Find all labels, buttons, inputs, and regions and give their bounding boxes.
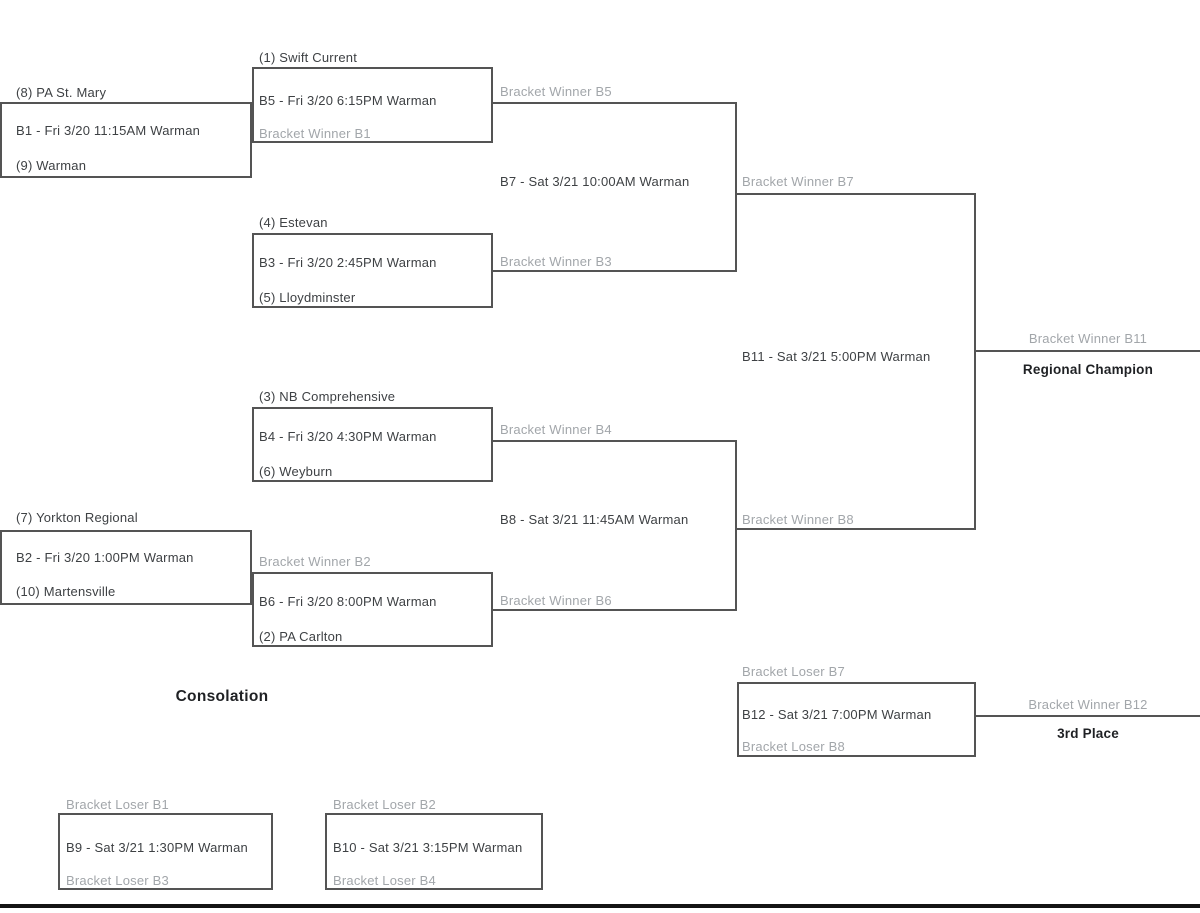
winner-b11-line: [974, 350, 1200, 352]
match-b1-top-team: (8) PA St. Mary: [16, 85, 107, 100]
match-b12-winner: Bracket Winner B12: [1028, 697, 1148, 712]
third-place-label: 3rd Place: [1057, 726, 1119, 741]
match-b7-winner: Bracket Winner B7: [742, 174, 854, 189]
match-b8-winner: Bracket Winner B8: [742, 512, 854, 527]
match-b2-bottom-team: (10) Martensville: [16, 584, 116, 599]
match-b2-box: [0, 530, 252, 605]
match-b3-game-label: B3 - Fri 3/20 2:45PM Warman: [259, 255, 437, 270]
match-b6-box: [252, 572, 493, 647]
match-b10-bottom-team: Bracket Loser B4: [333, 873, 436, 888]
match-b1-bottom-team: (9) Warman: [16, 158, 87, 173]
match-b10-game-label: B10 - Sat 3/21 3:15PM Warman: [333, 840, 523, 855]
match-b1-game-label: B1 - Fri 3/20 11:15AM Warman: [16, 123, 201, 138]
match-b7-box: [493, 102, 737, 272]
page-bottom-edge-line: [0, 904, 1200, 908]
match-b1-box: [0, 102, 252, 178]
match-b2-top-team: (7) Yorkton Regional: [16, 510, 138, 525]
match-b8-game-label: B8 - Sat 3/21 11:45AM Warman: [500, 512, 689, 527]
match-b6-bottom-team: (2) PA Carlton: [259, 629, 343, 644]
match-b12-bottom-team: Bracket Loser B8: [742, 739, 845, 754]
match-b6-top-team: Bracket Winner B2: [259, 554, 371, 569]
match-b9-top-team: Bracket Loser B1: [66, 797, 169, 812]
match-b8-bottom-team: Bracket Winner B6: [500, 593, 612, 608]
match-b11-game-label: B11 - Sat 3/21 5:00PM Warman: [742, 349, 931, 364]
consolation-heading: Consolation: [175, 688, 269, 705]
match-b5-top-team: (1) Swift Current: [259, 50, 358, 65]
match-b4-game-label: B4 - Fri 3/20 4:30PM Warman: [259, 429, 437, 444]
match-b10-top-team: Bracket Loser B2: [333, 797, 436, 812]
match-b7-top-team: Bracket Winner B5: [500, 84, 612, 99]
winner-b12-line: [974, 715, 1200, 717]
match-b9-bottom-team: Bracket Loser B3: [66, 873, 169, 888]
match-b12-game-label: B12 - Sat 3/21 7:00PM Warman: [742, 707, 932, 722]
match-b5-game-label: B5 - Fri 3/20 6:15PM Warman: [259, 93, 437, 108]
regional-champion-label: Regional Champion: [1022, 362, 1154, 377]
match-b9-box: [58, 813, 273, 890]
match-b3-bottom-team: (5) Lloydminster: [259, 290, 356, 305]
match-b4-box: [252, 407, 493, 482]
match-b12-top-team: Bracket Loser B7: [742, 664, 845, 679]
match-b6-game-label: B6 - Fri 3/20 8:00PM Warman: [259, 594, 437, 609]
match-b11-box: [737, 193, 976, 530]
match-b8-box: [493, 440, 737, 611]
match-b5-box: [252, 67, 493, 143]
match-b8-top-team: Bracket Winner B4: [500, 422, 612, 437]
match-b2-game-label: B2 - Fri 3/20 1:00PM Warman: [16, 550, 194, 565]
match-b7-game-label: B7 - Sat 3/21 10:00AM Warman: [500, 174, 690, 189]
match-b3-box: [252, 233, 493, 308]
match-b4-bottom-team: (6) Weyburn: [259, 464, 333, 479]
match-b9-game-label: B9 - Sat 3/21 1:30PM Warman: [66, 840, 248, 855]
match-b10-box: [325, 813, 543, 890]
match-b3-top-team: (4) Estevan: [259, 215, 328, 230]
match-b11-winner: Bracket Winner B11: [1028, 331, 1148, 346]
match-b4-top-team: (3) NB Comprehensive: [259, 389, 396, 404]
match-b5-bottom-team: Bracket Winner B1: [259, 126, 371, 141]
match-b12-box: [737, 682, 976, 757]
match-b7-bottom-team: Bracket Winner B3: [500, 254, 612, 269]
